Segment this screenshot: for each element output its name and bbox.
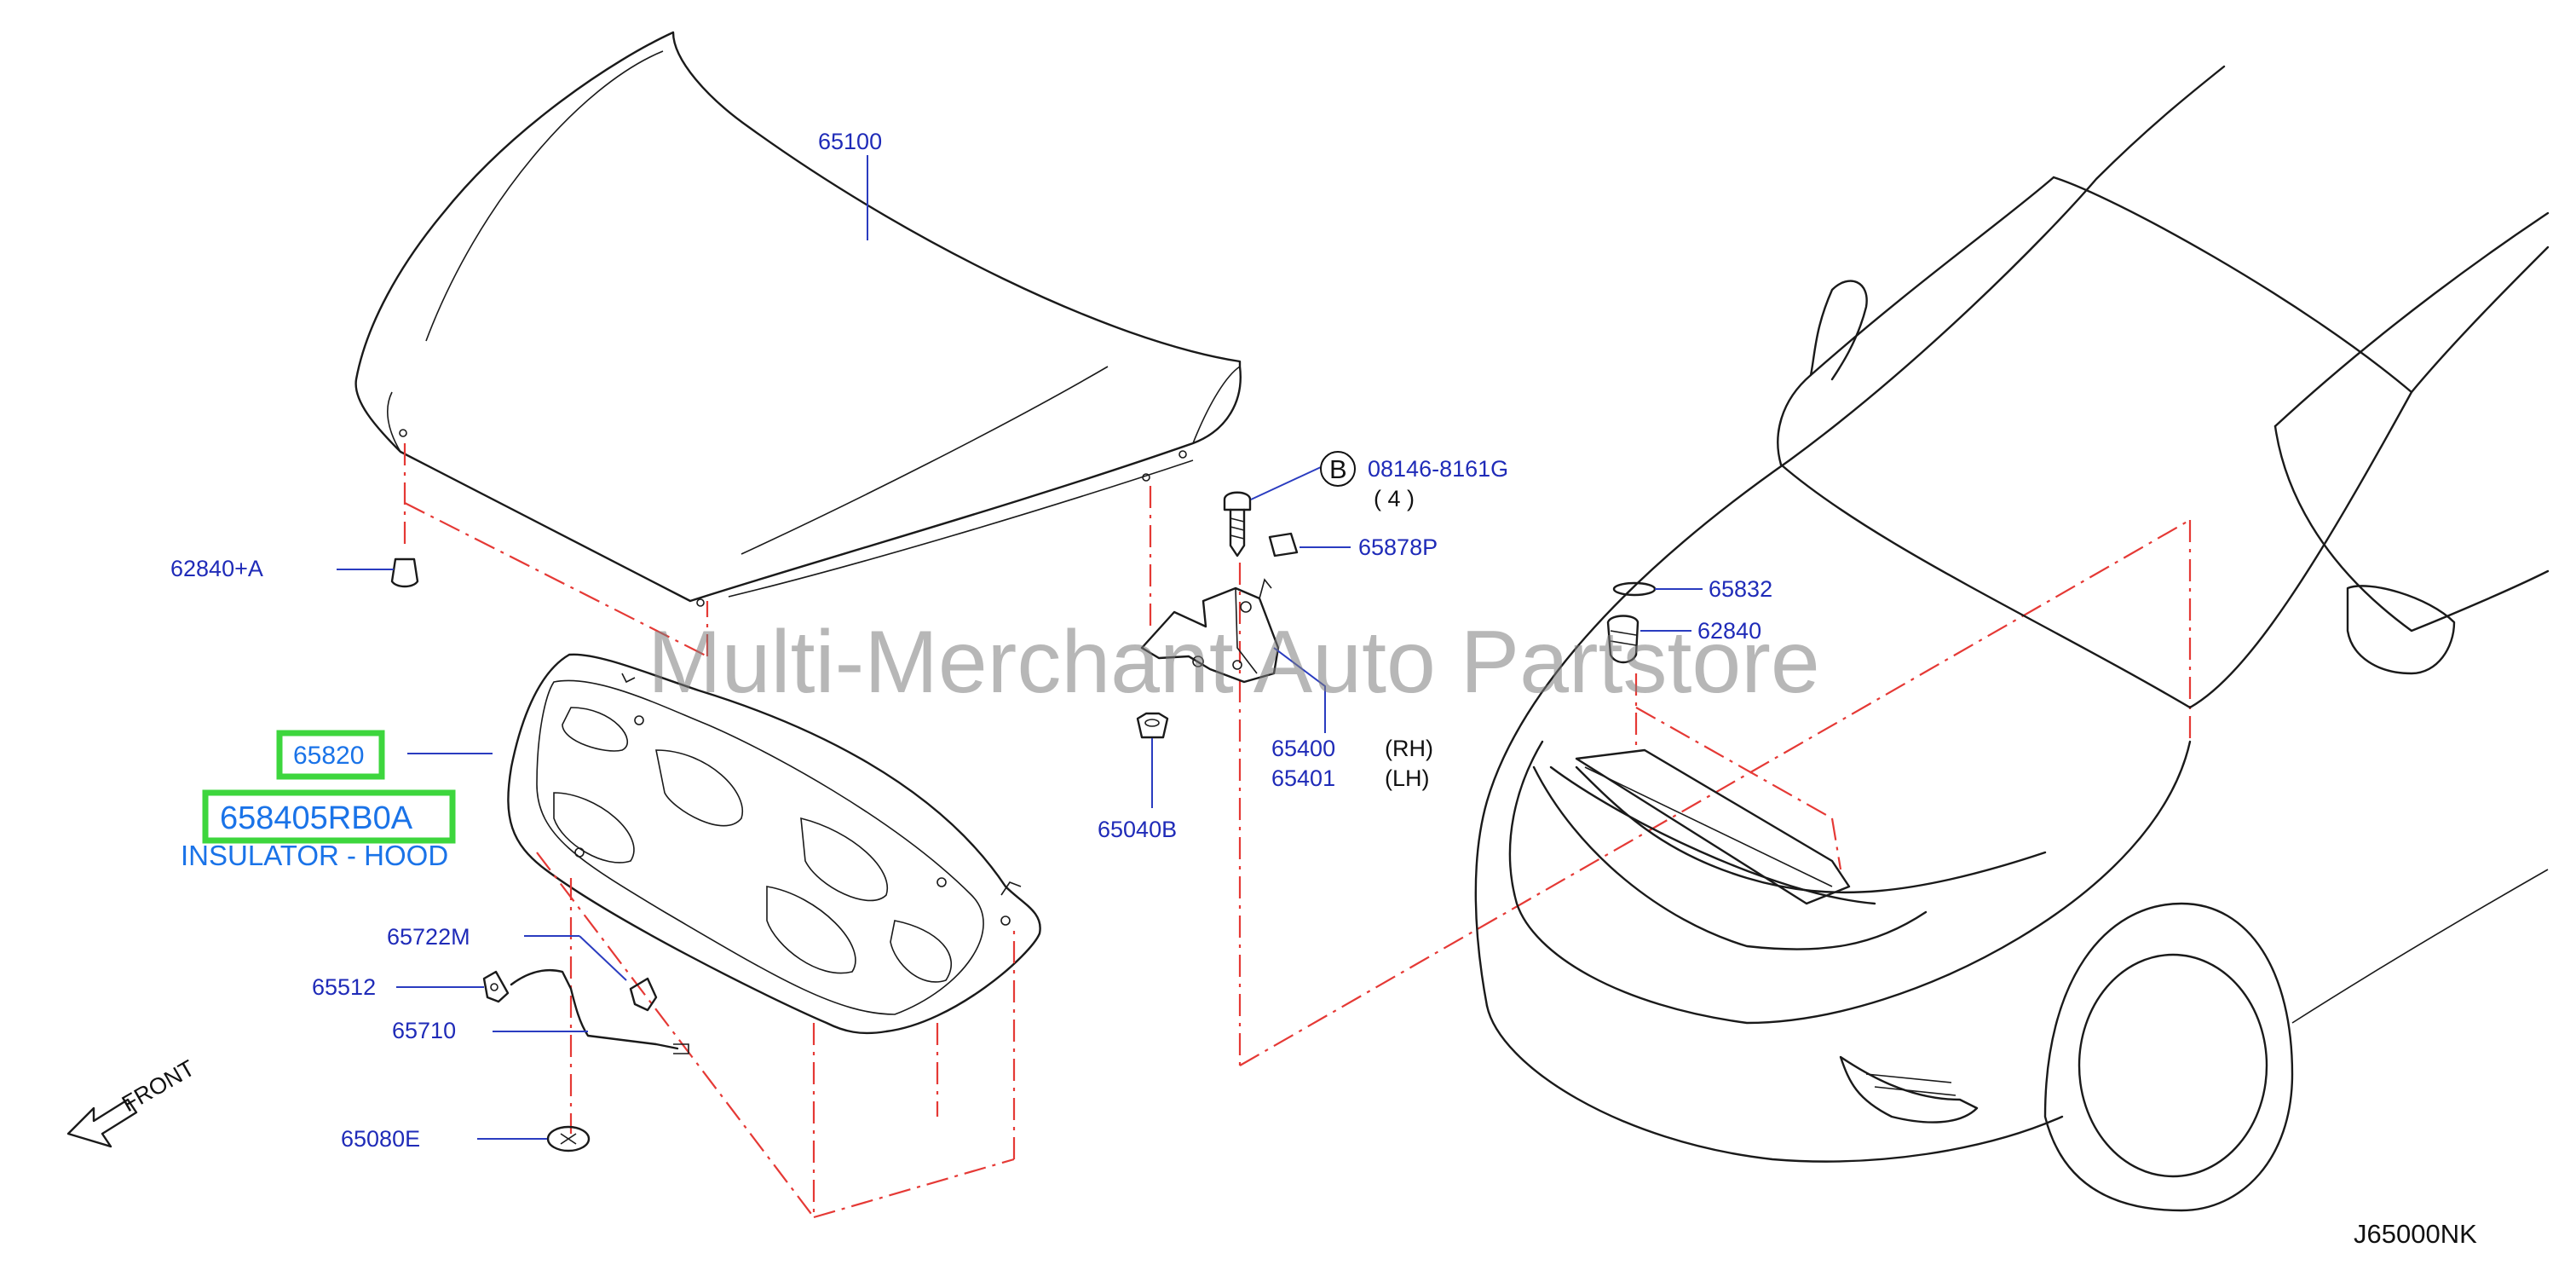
clip-62840-shape	[1606, 615, 1640, 664]
vehicle-illustration	[1474, 65, 2550, 1212]
grommet-65080e[interactable]	[477, 1125, 591, 1152]
label-08146-8161g[interactable]: 08146-8161G	[1368, 456, 1508, 482]
front-label: FRONT	[118, 1055, 199, 1117]
seal-65878p[interactable]	[1268, 532, 1351, 557]
label-65100[interactable]: 65100	[818, 129, 882, 154]
reference-circle-b	[1320, 451, 1356, 487]
label-65512[interactable]: 65512	[312, 974, 376, 1000]
diagram-code: J65000NK	[2354, 1219, 2477, 1249]
label-part-description: INSULATOR - HOOD	[181, 840, 448, 871]
label-65401[interactable]: 65401	[1271, 765, 1335, 791]
hood-insulator[interactable]	[507, 653, 1041, 1035]
highlight-box-65820	[276, 730, 385, 780]
clip-62840a[interactable]	[337, 557, 419, 588]
label-65878p[interactable]: 65878P	[1358, 534, 1438, 560]
label-65080e[interactable]: 65080E	[341, 1126, 420, 1152]
label-ref-b: B	[1329, 454, 1347, 484]
hood-hinge[interactable]	[1140, 578, 1326, 733]
front-direction-arrow: FRONT	[66, 1055, 199, 1148]
label-65040b[interactable]: 65040B	[1098, 817, 1177, 842]
watermark: Multi-Merchant Auto Partstore	[648, 613, 1820, 712]
label-65710[interactable]: 65710	[392, 1018, 456, 1043]
label-bolt-qty: ( 4 )	[1374, 486, 1415, 511]
nut-65040b[interactable]	[1136, 712, 1169, 808]
arrow-front-icon	[66, 1098, 138, 1148]
bolt-08146[interactable]	[1223, 466, 1322, 557]
label-part-number[interactable]: 658405RB0A	[220, 800, 413, 836]
label-65832[interactable]: 65832	[1709, 576, 1772, 602]
label-62840a[interactable]: 62840+A	[170, 556, 263, 581]
highlight-box-part-no	[202, 789, 456, 844]
label-65722m[interactable]: 65722M	[387, 924, 470, 950]
rod-clip-65722m[interactable]	[524, 935, 658, 1012]
label-rh: (RH)	[1385, 736, 1433, 761]
label-lh: (LH)	[1385, 765, 1430, 791]
rod-holder-65512[interactable]	[396, 970, 510, 1003]
support-rod-65710[interactable]	[493, 968, 689, 1054]
label-65400[interactable]: 65400	[1271, 736, 1335, 761]
label-65820[interactable]: 65820	[293, 742, 364, 770]
phantom-lines	[403, 443, 2192, 1219]
hood-panel[interactable]	[354, 31, 1242, 607]
label-62840[interactable]: 62840	[1697, 618, 1761, 644]
